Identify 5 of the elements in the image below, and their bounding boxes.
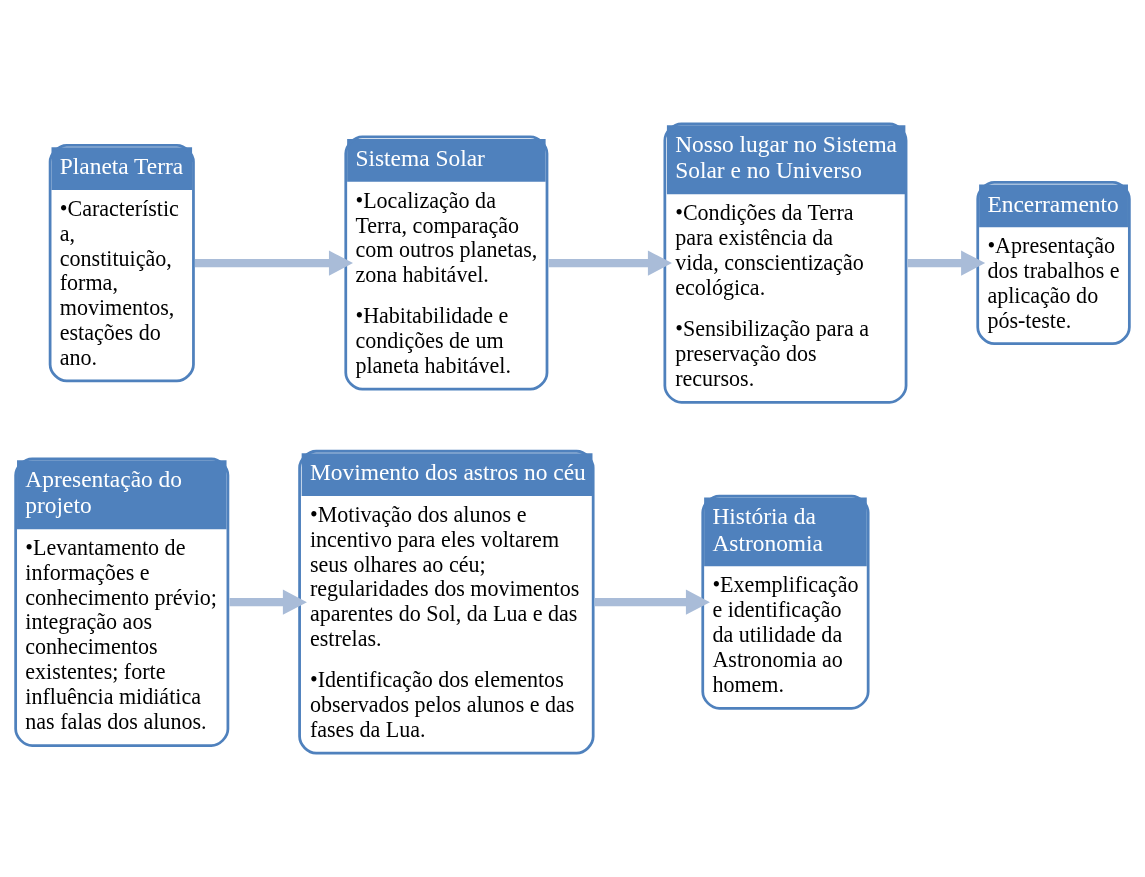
arrow: [195, 250, 353, 276]
arrow: [229, 589, 307, 615]
arrow: [594, 589, 710, 615]
arrow: [907, 250, 986, 276]
arrow: [548, 250, 672, 276]
